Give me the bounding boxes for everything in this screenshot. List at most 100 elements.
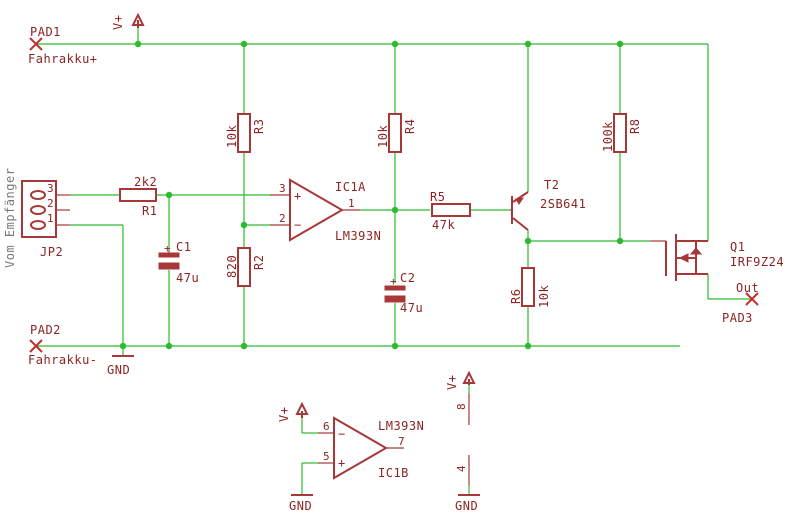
transistor-t2[interactable]: T2 2SB641: [510, 178, 586, 231]
pin-number: 3: [279, 182, 286, 195]
opamp-ic1a[interactable]: + − 3 2 1 IC1A LM393N: [270, 178, 381, 243]
pad3-label: PAD3: [722, 311, 753, 325]
pin-number: 2: [279, 212, 286, 225]
gnd-symbol-power: GND: [455, 494, 480, 513]
pin-number: 1: [348, 197, 355, 210]
resistor-name: R5: [430, 190, 445, 204]
pad3-cross-icon: [745, 292, 759, 306]
capacitor-value: 47u: [176, 271, 199, 285]
junction: [616, 40, 624, 48]
resistor-r5[interactable]: R5 47k: [430, 190, 471, 232]
resistor-value: 10k: [376, 125, 390, 148]
pad1-label: PAD1: [30, 25, 61, 39]
pad1-cross-icon: [29, 37, 43, 51]
pin-number: 1: [47, 212, 54, 225]
gnd-symbol-ic1b: GND: [289, 494, 313, 513]
junction: [240, 40, 248, 48]
resistor-name: R2: [252, 255, 266, 270]
connector-description: Vom Empfänger: [3, 168, 17, 268]
polarity-plus-icon: +: [390, 275, 397, 288]
gnd-symbol-main: GND: [107, 355, 134, 377]
pad2-net-label: Fahrakku-: [28, 353, 98, 367]
vplus-symbol-top: V+: [111, 12, 145, 30]
gnd-label: GND: [455, 499, 478, 513]
pad3-net-label: Out: [736, 281, 759, 295]
body-diode-icon: [689, 247, 703, 255]
pin-number: 5: [323, 450, 330, 463]
resistor-name: R6: [509, 289, 523, 304]
resistor-value: 10k: [537, 285, 551, 308]
opamp-name: IC1A: [335, 180, 366, 194]
minus-input-sign: −: [294, 218, 302, 232]
opamp-part: LM393N: [378, 419, 424, 433]
resistor-r8[interactable]: 100k R8: [601, 113, 642, 153]
plus-input-sign: +: [294, 189, 302, 203]
vplus-label: V+: [277, 407, 291, 422]
junction: [119, 342, 127, 350]
capacitor-c1[interactable]: + C1 47u: [158, 240, 199, 285]
transistor-name: T2: [544, 178, 559, 192]
capacitor-c2[interactable]: + C2 47u: [384, 271, 423, 315]
resistor-r6[interactable]: R6 10k: [509, 267, 551, 308]
junction: [165, 342, 173, 350]
mosfet-name: Q1: [730, 240, 745, 254]
junctions: [119, 40, 624, 350]
mosfet-q1[interactable]: Q1 IRF9Z24: [650, 234, 784, 281]
junction: [240, 342, 248, 350]
connector-jp2[interactable]: 3 2 1 JP2 Vom Empfänger: [3, 168, 70, 268]
resistor-value: 2k2: [134, 175, 157, 189]
pad1[interactable]: PAD1 Fahrakku+: [28, 25, 98, 66]
resistor-r1[interactable]: 2k2 R1: [119, 175, 157, 218]
opamp-triangle-icon: [289, 178, 345, 242]
opamp-part: LM393N: [335, 229, 381, 243]
pin-number: 6: [323, 420, 330, 433]
pad2-cross-icon: [29, 339, 43, 353]
resistor-body: [388, 113, 402, 153]
vplus-label: V+: [111, 15, 125, 30]
junction: [391, 206, 399, 214]
resistor-r4[interactable]: 10k R4: [376, 113, 417, 153]
vplus-arrow-icon: [295, 401, 309, 418]
ic-power-pins[interactable]: 8 4: [455, 393, 470, 485]
capacitor-plate: [384, 295, 406, 303]
vplus-label: V+: [445, 375, 459, 390]
resistor-name: R3: [252, 119, 266, 134]
vplus-symbol-ic1b: V+: [277, 401, 309, 422]
opamp-ic1b[interactable]: − + 6 5 7 LM393N IC1B: [318, 416, 424, 480]
junction: [616, 237, 624, 245]
vplus-symbol-power: V+: [445, 370, 476, 390]
wires: [36, 28, 752, 495]
capacitor-plate: [158, 262, 180, 270]
pad3[interactable]: Out PAD3: [722, 281, 759, 325]
connector-name: JP2: [40, 245, 63, 259]
junction: [391, 342, 399, 350]
vplus-arrow-icon: [462, 370, 476, 385]
junction: [524, 40, 532, 48]
transistor-part: 2SB641: [540, 197, 586, 211]
pad2-label: PAD2: [30, 323, 61, 337]
mosfet-arrow-icon: [678, 253, 689, 263]
gnd-label: GND: [289, 499, 312, 513]
capacitor-value: 47u: [400, 301, 423, 315]
transistor-collector: [512, 217, 529, 231]
emitter-arrow-icon: [515, 197, 525, 205]
pin-socket-icon: [30, 190, 46, 200]
resistor-value: 47k: [432, 218, 455, 232]
resistor-r3[interactable]: 10k R3: [225, 113, 266, 153]
opamp-triangle-icon: [333, 416, 389, 480]
pad2[interactable]: PAD2 Fahrakku-: [28, 323, 98, 367]
resistor-r2[interactable]: 820 R2: [225, 247, 266, 287]
junction: [391, 40, 399, 48]
connector-body: [21, 180, 57, 238]
opamp-name: IC1B: [378, 466, 409, 480]
pin-number: 4: [455, 465, 468, 472]
mosfet-part: IRF9Z24: [730, 255, 784, 269]
resistor-name: R4: [403, 119, 417, 134]
junction: [524, 342, 532, 350]
resistor-value: 10k: [225, 125, 239, 148]
resistor-name: R8: [628, 119, 642, 134]
resistor-body: [237, 113, 251, 153]
junction: [524, 237, 532, 245]
junction: [134, 40, 142, 48]
